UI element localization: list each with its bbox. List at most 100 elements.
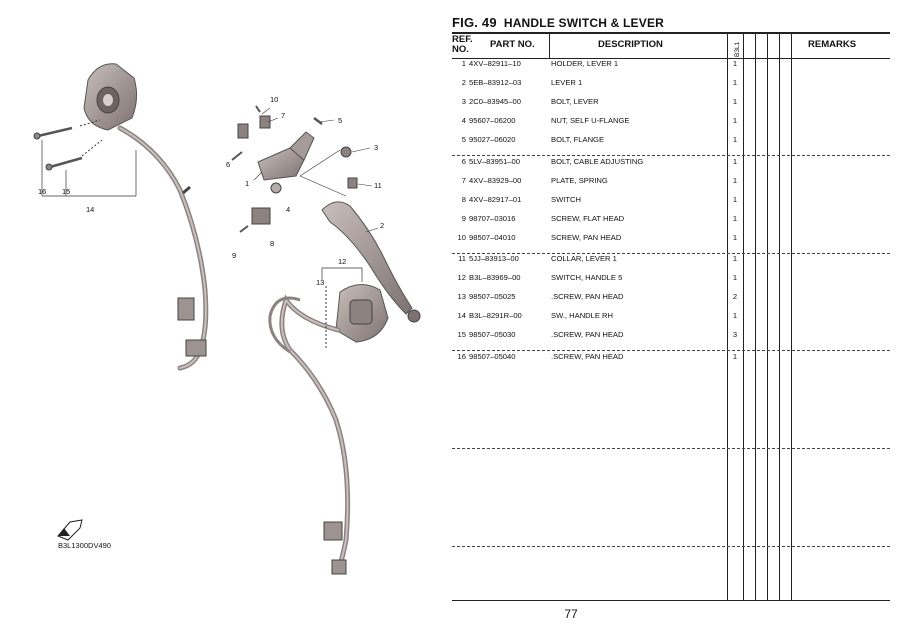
row-ref: 2 [461, 78, 466, 87]
row-ref: 6 [461, 157, 466, 166]
row-part-no: 4XV–83929–00 [469, 176, 522, 185]
col-divider-model [727, 33, 728, 600]
row-part-no: 2C0–83945–00 [469, 97, 521, 106]
callout-10: 10 [270, 95, 278, 104]
right-connector-1 [323, 521, 343, 541]
row-qty: 1 [732, 176, 738, 185]
row-qty: 1 [732, 311, 738, 320]
row-qty: 3 [732, 330, 738, 339]
row-qty: 1 [732, 59, 738, 68]
row-description: PLATE, SPRING [551, 176, 608, 185]
right-switch-housing [335, 284, 389, 343]
col-divider-qty-4 [779, 33, 780, 600]
row-description: BOLT, LEVER [551, 97, 599, 106]
row-description: SW., HANDLE RH [551, 311, 614, 320]
callout-9: 9 [232, 251, 236, 260]
header-model-code: B3L1 [734, 41, 741, 57]
row-description: .SCREW, PAN HEAD [551, 352, 624, 361]
col-divider-description [549, 33, 550, 58]
left-connector-1 [177, 297, 195, 321]
row-part-no: 5JJ–83913–00 [469, 254, 519, 263]
col-divider-qty-2 [755, 33, 756, 600]
row-description: BOLT, FLANGE [551, 135, 605, 144]
row-part-no: B3L–8291R–00 [469, 311, 522, 320]
row-ref: 16 [457, 352, 466, 361]
row-description: COLLAR, LEVER 1 [551, 254, 617, 263]
row-part-no: 98507–05040 [469, 352, 516, 361]
lever-holder [257, 131, 315, 181]
group-separator [452, 350, 890, 351]
row-part-no: 98507–04010 [469, 233, 516, 242]
row-qty: 1 [732, 214, 738, 223]
front-arrow-icon [57, 519, 83, 541]
row-description: LEVER 1 [551, 78, 583, 87]
row-ref: 9 [461, 214, 466, 223]
row-part-no: 4XV–82911–10 [469, 59, 521, 68]
callout-12: 12 [338, 257, 346, 266]
row-ref: 1 [461, 59, 466, 68]
row-qty: 2 [732, 292, 738, 301]
row-description: HOLDER, LEVER 1 [551, 59, 619, 68]
diagram-code: B3L1300DV490 [58, 541, 111, 550]
page-number: 77 [564, 607, 578, 621]
row-qty: 1 [732, 78, 738, 87]
row-ref: 8 [461, 195, 466, 204]
row-part-no: 95607–06200 [469, 116, 516, 125]
left-connector-2 [185, 339, 207, 357]
row-part-no: 5EB–83912–03 [469, 78, 522, 87]
row-ref: 14 [457, 311, 466, 320]
row-part-no: 95027–06020 [469, 135, 516, 144]
lever-switch [251, 207, 271, 225]
row-part-no: 98707–03016 [469, 214, 516, 223]
row-description: SCREW, FLAT HEAD [551, 214, 625, 223]
col-divider-remarks [791, 33, 792, 600]
flange-nut [270, 182, 282, 194]
parts-diagram: 1 2 3 4 5 6 7 8 9 10 11 12 13 14 15 16 [33, 63, 421, 575]
svg-text:B3L1: B3L1 [734, 41, 741, 57]
row-qty: 1 [732, 116, 738, 125]
group-separator [452, 546, 890, 547]
col-divider-qty-3 [767, 33, 768, 600]
callout-13: 13 [316, 278, 324, 287]
callout-16: 16 [38, 187, 46, 196]
row-qty: 1 [732, 195, 738, 204]
row-part-no: 4XV–82917–01 [469, 195, 522, 204]
row-qty: 1 [732, 352, 738, 361]
right-connector-2 [331, 559, 347, 575]
callout-8: 8 [270, 239, 274, 248]
callout-6: 6 [226, 160, 230, 169]
row-part-no: 98507–05025 [469, 292, 516, 301]
table-bottom-border [452, 600, 890, 601]
header-description: DESCRIPTION [598, 39, 663, 50]
row-qty: 1 [732, 157, 738, 166]
clutch-lever [321, 201, 413, 315]
row-part-no: B3L–83969–00 [469, 273, 521, 282]
group-separator [452, 448, 890, 449]
row-ref: 3 [461, 97, 466, 106]
row-description: SWITCH [551, 195, 581, 204]
row-description: .SCREW, PAN HEAD [551, 292, 624, 301]
header-part-no: PART NO. [490, 39, 535, 50]
spring-plate [237, 115, 271, 139]
row-qty: 1 [732, 97, 738, 106]
row-qty: 1 [732, 273, 738, 282]
row-description: BOLT, CABLE ADJUSTING [551, 157, 644, 166]
row-qty: 1 [732, 135, 738, 144]
row-ref: 15 [457, 330, 466, 339]
row-description: SWITCH, HANDLE 5 [551, 273, 623, 282]
page-title: FIG. 49 HANDLE SWITCH & LEVER [452, 15, 664, 30]
row-qty: 1 [732, 254, 738, 263]
row-part-no: 5LV–83951–00 [469, 157, 520, 166]
row-ref: 12 [457, 273, 466, 282]
row-description: .SCREW, PAN HEAD [551, 330, 624, 339]
row-ref: 10 [457, 233, 466, 242]
table-top-border [452, 32, 890, 34]
callout-7: 7 [281, 111, 285, 120]
row-qty: 1 [732, 233, 738, 242]
row-part-no: 98507–05030 [469, 330, 516, 339]
col-divider-qty-1 [743, 33, 744, 600]
left-switch-housing [83, 63, 138, 131]
row-ref: 13 [457, 292, 466, 301]
row-ref: 7 [461, 176, 466, 185]
callout-15: 15 [62, 187, 70, 196]
